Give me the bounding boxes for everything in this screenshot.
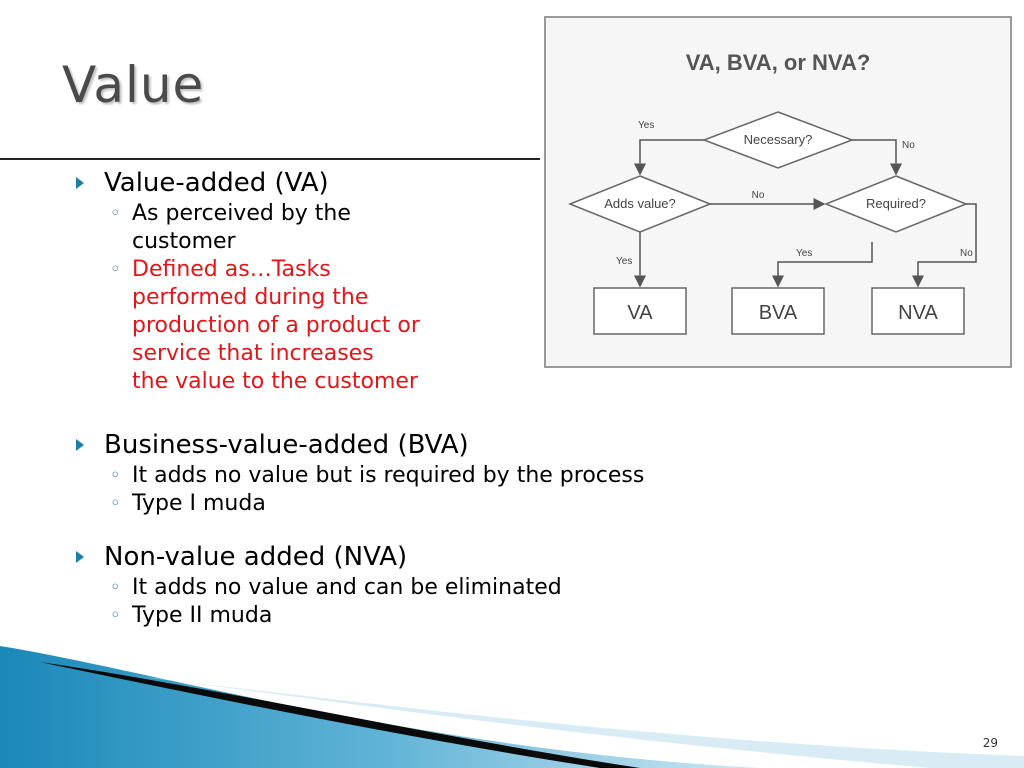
decision-necessary — [701, 111, 855, 169]
circle-bullet-icon: ◦ — [110, 605, 121, 626]
connector-required-yes — [772, 242, 873, 288]
connector-necessary-no — [852, 139, 902, 176]
bullet-list: Value-added (VA) ◦ As perceived by the c… — [76, 168, 796, 630]
bullet-text: Business-value-added (BVA) — [104, 430, 469, 460]
circle-bullet-icon: ◦ — [110, 577, 121, 598]
triangle-bullet-icon — [76, 551, 84, 563]
circle-bullet-icon: ◦ — [110, 465, 121, 486]
outcome-nva-box — [871, 287, 965, 335]
bullet-nva: Non-value added (NVA) ◦ It adds no value… — [76, 542, 796, 630]
decision-required-label: Required? — [866, 196, 926, 211]
circle-bullet-icon: ◦ — [110, 259, 121, 280]
sub-bullet: ◦ It adds no value but is required by th… — [104, 462, 796, 490]
label-no: No — [902, 140, 915, 151]
outcome-bva-label: BVA — [759, 302, 798, 324]
outcome-va-box — [593, 287, 687, 335]
decision-required — [823, 175, 969, 233]
decision-adds-value-label: Adds value? — [604, 196, 676, 211]
sub-bullet: ◦ As perceived by the customer — [104, 200, 512, 256]
sub-bullet-text: It adds no value and can be eliminated — [132, 575, 562, 600]
sub-bullet-list: ◦ As perceived by the customer ◦ Defined… — [104, 200, 796, 396]
slide-title: Value — [62, 56, 205, 114]
page-number: 29 — [982, 736, 998, 750]
triangle-bullet-icon — [76, 439, 84, 451]
triangle-bullet-icon — [76, 177, 84, 189]
flowchart-figure: VA, BVA, or NVA? Necessary? Adds value? … — [544, 16, 1012, 368]
sub-bullet-definition: ◦ Defined as…Tasks performed during the … — [104, 256, 512, 396]
outcome-nva-label: NVA — [898, 302, 938, 324]
sub-bullet-list: ◦ It adds no value but is required by th… — [104, 462, 796, 518]
sub-bullet-text: Type I muda — [132, 491, 266, 516]
sub-bullet-text: As perceived by the customer — [132, 201, 351, 254]
flowchart-title: VA, BVA, or NVA? — [686, 50, 871, 75]
circle-bullet-icon: ◦ — [110, 493, 121, 514]
label-yes: Yes — [638, 120, 654, 131]
connector-necessary-yes — [634, 139, 704, 176]
footer-black-stripe — [40, 662, 640, 768]
bullet-bva: Business-value-added (BVA) ◦ It adds no … — [76, 430, 796, 518]
footer-decoration — [0, 646, 1024, 768]
sub-bullet-list: ◦ It adds no value and can be eliminated… — [104, 574, 796, 630]
label-no: No — [960, 248, 973, 259]
connector-required-no — [912, 203, 977, 288]
sub-bullet-text: Type II muda — [132, 603, 273, 628]
sub-bullet-text: It adds no value but is required by the … — [132, 463, 645, 488]
sub-bullet: ◦ It adds no value and can be eliminated — [104, 574, 796, 602]
sub-bullet: ◦ Type II muda — [104, 602, 796, 630]
label-yes: Yes — [616, 256, 632, 267]
decision-necessary-label: Necessary? — [744, 132, 813, 147]
flowchart-svg: VA, BVA, or NVA? Necessary? Adds value? … — [567, 50, 977, 335]
outcome-bva-box — [731, 287, 825, 335]
bullet-va: Value-added (VA) ◦ As perceived by the c… — [76, 168, 796, 396]
circle-bullet-icon: ◦ — [110, 203, 121, 224]
footer-blue-wave — [0, 646, 760, 768]
title-divider — [0, 158, 540, 160]
outcome-va-label: VA — [627, 302, 653, 324]
sub-bullet-text: Defined as…Tasks performed during the pr… — [132, 257, 420, 394]
label-no: No — [752, 190, 765, 201]
bullet-text: Non-value added (NVA) — [104, 542, 408, 572]
footer-light-stripe — [120, 674, 1024, 768]
bullet-text: Value-added (VA) — [104, 168, 329, 198]
label-yes: Yes — [796, 248, 812, 259]
sub-bullet: ◦ Type I muda — [104, 490, 796, 518]
